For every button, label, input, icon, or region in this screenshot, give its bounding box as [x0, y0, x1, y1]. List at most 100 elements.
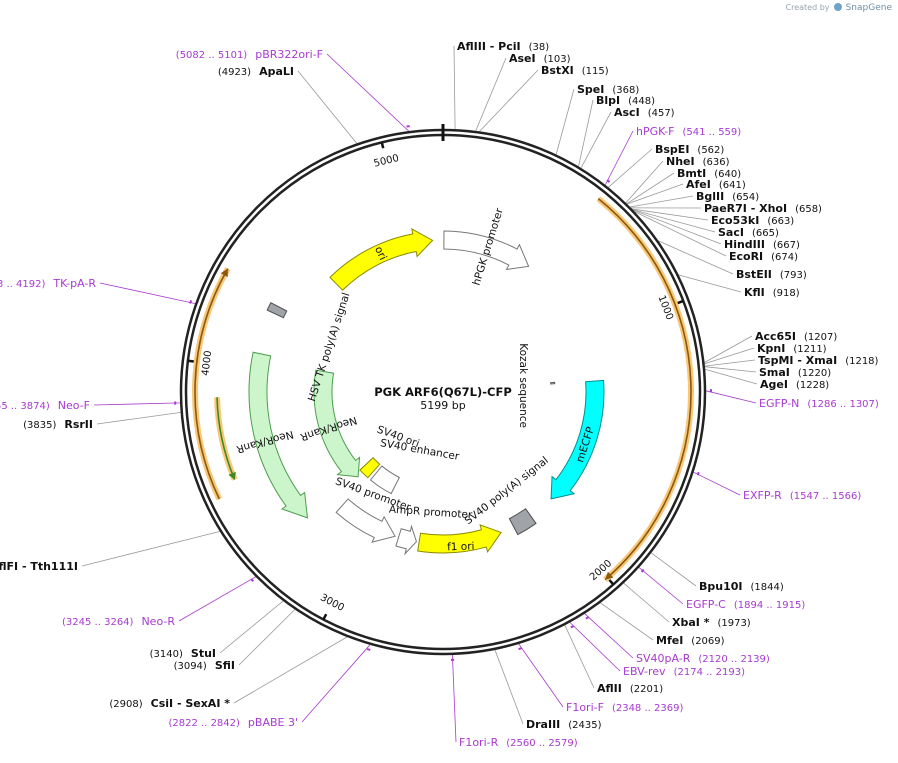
primer-site-neo-r[interactable]: Neo-R(3245 .. 3264)	[62, 578, 255, 628]
feature-shape	[313, 369, 361, 478]
enzyme-site-bmti[interactable]: BmtI(640)	[677, 167, 741, 180]
enzyme-site-csii-sexai[interactable]: CsiI - SexAI *(2908)	[109, 697, 230, 710]
enzyme-site-acc65i[interactable]: Acc65I (1207)	[755, 330, 837, 343]
feature-label-kozak: Kozak sequence	[517, 343, 529, 428]
feature-ori[interactable]: ori	[329, 228, 434, 291]
primer-site-exfp-r[interactable]: EXFP-R(1547 .. 1566)	[696, 471, 862, 502]
primer-site-tk-pa-r[interactable]: TK-pA-R(4173 .. 4192)	[0, 277, 193, 304]
enzyme-site-saci[interactable]: SacI(665)	[718, 226, 779, 239]
enzyme-site-tspmi-xmai[interactable]: TspMI - XmaI(1218)	[758, 354, 879, 367]
primer-name: F1ori-R	[459, 736, 499, 749]
enzyme-name: AflII	[597, 682, 622, 695]
enzyme-site-mfei[interactable]: MfeI(2069)	[656, 634, 725, 647]
enzyme-site-asei[interactable]: AseI(103)	[509, 52, 571, 65]
feature-neor_out[interactable]: NeoR/KanR	[235, 351, 309, 519]
feature-hpgk[interactable]: hPGK promoter	[443, 206, 530, 287]
enzyme-site-kfli[interactable]: KflI(918)	[744, 286, 800, 299]
enzyme-site-hindiii[interactable]: HindIII(667)	[724, 238, 800, 251]
enzyme-site-blpi[interactable]: BlpI(448)	[596, 94, 655, 107]
enzyme-connector	[238, 609, 296, 666]
primer-position: (3245 .. 3264)	[62, 617, 134, 628]
enzyme-site-asci[interactable]: AscI(457)	[614, 106, 675, 119]
enzyme-site-pflfi-tth111i[interactable]: PflFI - Tth111I(3437)	[0, 560, 78, 573]
feature-hsvtk[interactable]: HSV TK poly(A) signal	[266, 291, 353, 403]
enzyme-site-rsrii[interactable]: RsrII(3835)	[23, 418, 93, 431]
primer-position: (541 .. 559)	[682, 127, 741, 138]
primer-site-egfp-c[interactable]: EGFP-C(1894 .. 1915)	[640, 568, 806, 611]
enzyme-connector	[81, 531, 221, 567]
primer-position: (3855 .. 3874)	[0, 401, 50, 412]
enzyme-connector	[96, 412, 181, 425]
enzyme-site-xbai[interactable]: XbaI *(1973)	[672, 616, 751, 629]
enzyme-connector	[632, 209, 716, 233]
feature-ampr[interactable]: AmpR promoter	[389, 503, 474, 556]
enzyme-name: SmaI	[759, 366, 790, 379]
enzyme-position: (448)	[628, 96, 655, 107]
enzyme-position: (1207)	[804, 332, 837, 343]
primer-site-f1ori-r[interactable]: F1ori-R(2560 .. 2579)	[450, 658, 578, 749]
enzyme-site-spei[interactable]: SpeI(368)	[577, 83, 639, 96]
enzyme-site-agei[interactable]: AgeI(1228)	[760, 378, 829, 391]
orf-halo	[596, 196, 694, 582]
primer-site-f1ori-f[interactable]: F1ori-F(2348 .. 2369)	[518, 647, 684, 714]
enzyme-site-eco53ki[interactable]: Eco53kI(663)	[711, 214, 794, 227]
feature-neor_in[interactable]: NeoR/KanR	[299, 369, 361, 478]
enzyme-name: ApaLI	[259, 65, 294, 78]
enzyme-position: (1220)	[798, 368, 831, 379]
enzyme-site-smai[interactable]: SmaI (1220)	[759, 366, 831, 379]
feature-kozak[interactable]: Kozak sequence	[517, 343, 556, 428]
feature-shape	[266, 302, 288, 319]
feature-shape	[417, 524, 502, 554]
enzyme-site-sfii[interactable]: SfiI(3094)	[174, 659, 235, 672]
enzyme-position: (793)	[780, 270, 807, 281]
enzyme-site-bstxi[interactable]: BstXI(115)	[541, 64, 609, 77]
plasmid-name: PGK ARF6(Q67L)-CFP	[374, 385, 512, 399]
enzyme-site-bsteii[interactable]: BstEII(793)	[736, 268, 807, 281]
orf-arrowhead	[605, 571, 614, 580]
map-labels: AflIII - PciI(38)AseI(103)BstXI(115) SpeI…	[0, 40, 879, 749]
enzyme-site-apali[interactable]: ApaLI(4923)	[218, 65, 294, 78]
orf-arrowhead	[228, 471, 236, 480]
primer-site-egfp-n[interactable]: EGFP-N(1286 .. 1307)	[709, 389, 879, 410]
feature-sv40enh[interactable]: SV40 enhancer	[369, 437, 461, 495]
enzyme-site-ecori[interactable]: EcoRI(674)	[729, 250, 798, 263]
feature-shape	[359, 457, 381, 479]
enzyme-site-aflii[interactable]: AflII(2201)	[597, 682, 663, 695]
enzyme-position: (674)	[771, 252, 798, 263]
enzyme-connector	[453, 45, 456, 130]
enzyme-connector	[632, 209, 722, 245]
enzyme-site-draiii[interactable]: DraIII(2435)	[526, 718, 602, 731]
feature-mecfp[interactable]: mECFP	[550, 379, 605, 500]
enzyme-name: NheI	[666, 155, 695, 168]
primer-site-ebv-rev[interactable]: EBV-rev(2174 .. 2193)	[570, 625, 745, 678]
primer-site-sv40pa-r[interactable]: SV40pA-R(2120 .. 2139)	[585, 616, 770, 665]
enzyme-name: Bpu10I	[699, 580, 743, 593]
enzyme-name: Acc65I	[755, 330, 796, 343]
enzyme-site-afei[interactable]: AfeI(641)	[686, 178, 746, 191]
tick-label-3000: 3000	[318, 592, 346, 614]
enzyme-site-bglii[interactable]: BglII(654)	[696, 190, 759, 203]
enzyme-site-kpni[interactable]: KpnI(1211)	[757, 342, 827, 355]
enzyme-site-nhei[interactable]: NheI(636)	[666, 155, 730, 168]
enzyme-name: CsiI - SexAI *	[151, 697, 231, 710]
primer-site-pbr322ori-f[interactable]: pBR322ori-F(5082 .. 5101)	[176, 48, 410, 128]
enzyme-site-bspei[interactable]: BspEI(562)	[655, 143, 724, 156]
enzyme-site-bpu10i[interactable]: Bpu10I(1844)	[699, 580, 784, 593]
enzyme-position: (38)	[529, 42, 550, 53]
primer-connector	[518, 643, 564, 708]
enzyme-site-paer7i-xhoi[interactable]: PaeR7I - XhoI(658)	[704, 202, 822, 215]
enzyme-connector	[650, 552, 697, 587]
enzyme-site-stui[interactable]: StuI(3140)	[150, 647, 216, 660]
enzyme-position: (641)	[719, 180, 746, 191]
primer-site-neo-f[interactable]: Neo-F(3855 .. 3874)	[0, 399, 177, 412]
primer-site-pbabe-3[interactable]: pBABE 3'(2822 .. 2842)	[169, 648, 371, 729]
primer-binding-mark	[250, 578, 255, 583]
feature-f1ori[interactable]: f1 ori	[417, 524, 502, 554]
enzyme-name: KpnI	[757, 342, 785, 355]
enzyme-connector	[555, 88, 575, 155]
feature-sv40pa[interactable]: SV40 poly(A) signal	[463, 454, 551, 536]
primer-site-hpgk-f[interactable]: hPGK-F(541 .. 559)	[606, 125, 741, 183]
primer-name: EGFP-N	[759, 397, 799, 410]
enzyme-site-afliii-pcii[interactable]: AflIII - PciI(38)	[457, 40, 549, 53]
